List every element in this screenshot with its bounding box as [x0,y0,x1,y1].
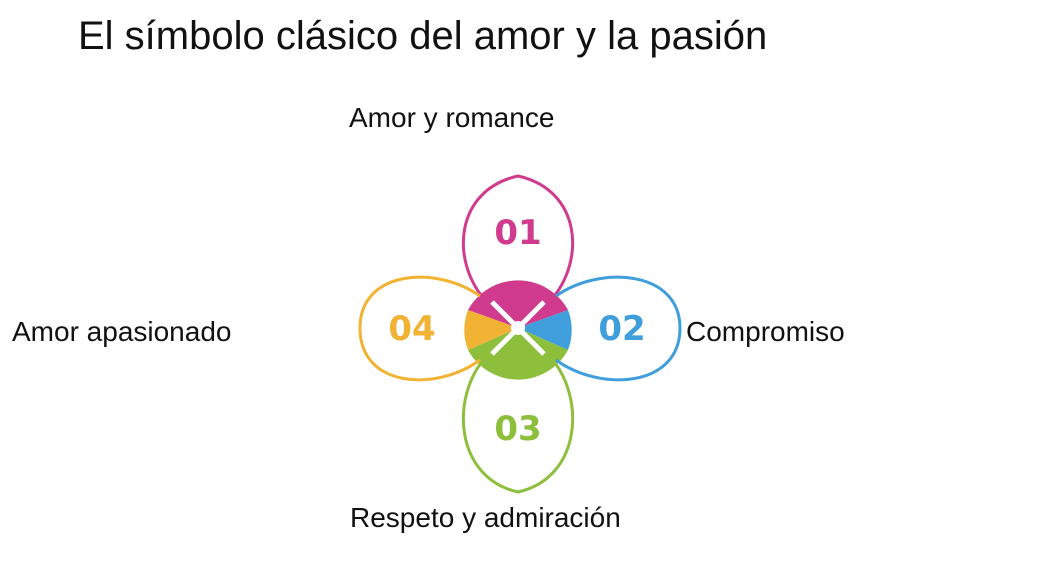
center-piece-01 [468,280,568,328]
center-puzzle [464,280,572,380]
petal-01: 01 [461,174,575,301]
label-compromiso: Compromiso [686,316,845,347]
petal-03: 03 [461,357,575,494]
center-piece-03 [468,328,568,380]
label-respeto-y-admiracion: Respeto y admiración [350,502,621,533]
petal-number-03: 03 [494,409,541,449]
page-title: El símbolo clásico del amor y la pasión [78,14,768,58]
petal-04: 04 [358,275,481,382]
label-amor-apasionado: Amor apasionado [12,316,232,347]
petal-number-01: 01 [494,213,541,253]
petal-number-04: 04 [388,309,435,349]
center-piece-02 [518,310,572,350]
center-piece-04 [464,310,518,350]
label-amor-y-romance: Amor y romance [349,102,555,133]
petal-number-02: 02 [598,309,645,349]
petal-02: 02 [555,275,682,382]
